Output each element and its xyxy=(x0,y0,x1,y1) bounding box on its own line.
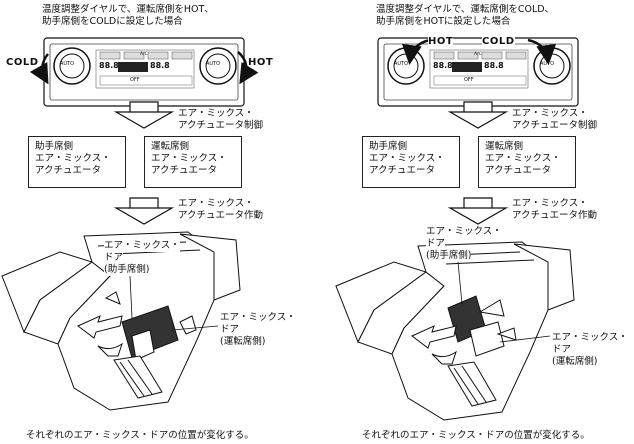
left-box-driver-line-3: アクチュエータ xyxy=(151,165,218,176)
left-footer: それぞれのエア・ミックス・ドアの位置が変化する。 xyxy=(26,430,254,441)
left-dial-label-cold: COLD xyxy=(6,57,39,68)
left-box-passenger-line-3: アクチュエータ xyxy=(35,165,102,176)
left-door-passenger-2: ドア xyxy=(104,252,124,264)
left-door-driver-1: エア・ミックス・ xyxy=(220,312,296,323)
right-auto-label: AUTO xyxy=(394,61,409,67)
left-auto-label-2: AUTO xyxy=(206,61,221,67)
right-control-panel xyxy=(377,37,579,107)
right-off-label: OFF xyxy=(464,77,474,83)
right-door-passenger-2: ドア xyxy=(426,238,446,250)
right-box-passenger-line-1: 助手席側 xyxy=(369,141,408,152)
left-hvac-unit xyxy=(1,231,241,411)
left-door-driver-2: ドア xyxy=(220,324,240,335)
left-action-label-2: アクチュエータ作動 xyxy=(178,210,264,221)
right-door-driver-1: エア・ミックス・ xyxy=(552,332,628,343)
right-door-passenger-1: エア・ミックス・ xyxy=(426,226,502,238)
left-airflow-arrows xyxy=(77,291,197,357)
left-condition-line-2: 助手席側をCOLDに設定した場合 xyxy=(42,16,183,27)
left-box-driver: 運転席側 エア・ミックス・ アクチュエータ xyxy=(144,136,242,188)
right-condition-line-1: 温度調整ダイヤルで、運転席側をCOLD、 xyxy=(376,4,555,15)
right-action-label-1: エア・ミックス・ xyxy=(512,198,588,209)
right-control-label-2: アクチュエータ制御 xyxy=(512,120,598,131)
left-auto-label: AUTO xyxy=(60,61,75,67)
left-dial-label-hot: HOT xyxy=(248,57,274,68)
right-hvac-unit xyxy=(335,241,575,421)
right-ac-label: A/C xyxy=(474,52,482,57)
right-control-label-1: エア・ミックス・ xyxy=(512,108,588,119)
left-action-label-1: エア・ミックス・ xyxy=(178,198,254,209)
leader-lines xyxy=(129,261,551,343)
left-ac-label: A/C xyxy=(140,52,148,57)
right-door-driver-2: ドア xyxy=(552,344,572,355)
left-control-panel xyxy=(29,37,259,107)
right-door-driver-3: (運転席側) xyxy=(552,356,598,367)
right-box-driver-line-3: アクチュエータ xyxy=(485,165,552,176)
right-auto-label-2: AUTO xyxy=(540,61,555,67)
left-box-passenger-line-1: 助手席側 xyxy=(35,141,74,152)
right-door-passenger-3: (助手席側) xyxy=(426,250,472,262)
left-door-driver-3: (運転席側) xyxy=(220,336,266,347)
left-temp-display-2: 88.8 xyxy=(150,61,170,70)
right-box-passenger: 助手席側 エア・ミックス・ アクチュエータ xyxy=(362,136,460,188)
left-flow-arrow-2 xyxy=(113,197,175,225)
right-temp-display: 88.8 xyxy=(433,61,453,70)
left-temp-display: 88.8 xyxy=(99,61,119,70)
right-airflow-arrows xyxy=(411,299,517,365)
right-box-driver: 運転席側 エア・ミックス・ アクチュエータ xyxy=(478,136,576,188)
right-dial-label-cold: COLD xyxy=(482,36,515,47)
right-condition-line-2: 助手席側をHOTに設定した場合 xyxy=(376,16,511,27)
right-box-passenger-line-2: エア・ミックス・ xyxy=(369,153,445,164)
left-door-passenger-1: エア・ミックス・ xyxy=(104,240,180,252)
left-box-passenger-line-2: エア・ミックス・ xyxy=(35,153,111,164)
left-off-label: OFF xyxy=(130,77,140,83)
left-box-passenger: 助手席側 エア・ミックス・ アクチュエータ xyxy=(28,136,126,188)
right-box-passenger-line-3: アクチュエータ xyxy=(369,165,436,176)
right-box-driver-line-1: 運転席側 xyxy=(485,141,524,152)
left-box-driver-line-1: 運転席側 xyxy=(151,141,190,152)
left-box-driver-line-2: エア・ミックス・ xyxy=(151,153,227,164)
left-door-passenger-3: (助手席側) xyxy=(104,264,150,276)
right-flow-arrow-1 xyxy=(447,101,509,129)
left-control-label-2: アクチュエータ制御 xyxy=(178,120,264,131)
right-footer: それぞれのエア・ミックス・ドアの位置が変化する。 xyxy=(362,430,590,441)
left-condition-line-1: 温度調整ダイヤルで、運転席側をHOT、 xyxy=(42,4,214,15)
right-temp-display-2: 88.8 xyxy=(484,61,504,70)
right-flow-arrow-2 xyxy=(447,197,509,225)
left-flow-arrow-1 xyxy=(113,101,175,129)
right-action-label-2: アクチュエータ作動 xyxy=(512,210,598,221)
right-box-driver-line-2: エア・ミックス・ xyxy=(485,153,561,164)
left-control-label-1: エア・ミックス・ xyxy=(178,108,254,119)
right-dial-label-hot: HOT xyxy=(428,36,454,47)
